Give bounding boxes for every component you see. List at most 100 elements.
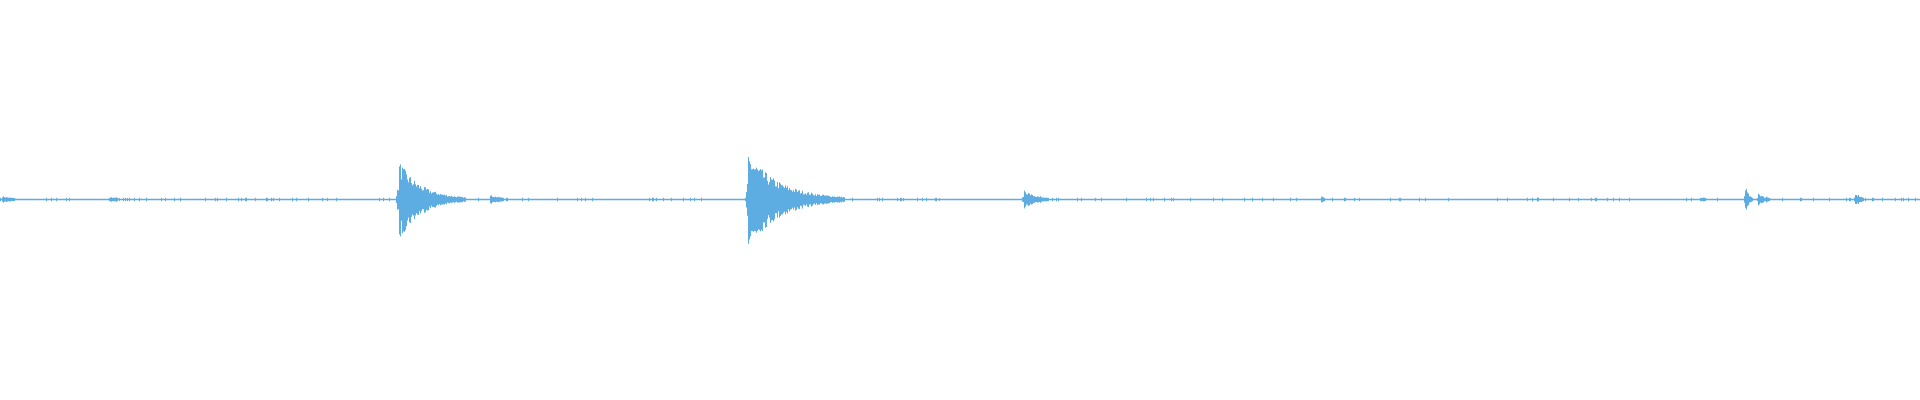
waveform-peak <box>396 196 397 203</box>
waveform-peak <box>1800 197 1801 202</box>
waveform-peak <box>819 194 820 205</box>
waveform-peak <box>683 197 684 202</box>
waveform-peak <box>1037 196 1038 203</box>
waveform-peak <box>416 186 417 214</box>
waveform-peak <box>424 186 425 213</box>
waveform-peak <box>379 197 380 202</box>
waveform-peak <box>110 197 111 202</box>
waveform-peak <box>413 184 414 216</box>
waveform-peak <box>6 197 7 202</box>
waveform-peak <box>935 197 936 202</box>
waveform-peak <box>11 197 12 202</box>
waveform-peak <box>807 192 808 207</box>
waveform-peak <box>794 191 795 208</box>
waveform-peak <box>1860 196 1861 203</box>
waveform-peak <box>1857 196 1858 203</box>
waveform-peak <box>758 170 759 230</box>
waveform-peak <box>415 184 416 216</box>
waveform-peak <box>412 185 413 215</box>
waveform-peak <box>2 197 3 202</box>
waveform-peak <box>764 177 765 223</box>
waveform-peak <box>46 197 47 202</box>
waveform-peak <box>447 196 448 203</box>
waveform-peak <box>818 194 819 205</box>
waveform-peak <box>425 187 426 213</box>
waveform-peak <box>1901 197 1902 202</box>
waveform-peak <box>1865 197 1866 202</box>
waveform-peak <box>1747 192 1748 207</box>
waveform-peak <box>1703 197 1704 202</box>
waveform-peak <box>768 184 769 216</box>
waveform-peak <box>750 164 751 237</box>
waveform-peak <box>779 182 780 218</box>
waveform-peak <box>460 196 461 203</box>
waveform-peak <box>793 189 794 210</box>
waveform-peak <box>401 179 402 221</box>
waveform-peak <box>465 197 466 202</box>
waveform-peak <box>1101 197 1102 202</box>
waveform-peak <box>439 195 440 205</box>
waveform-peak <box>503 197 504 202</box>
waveform-peak <box>434 192 435 208</box>
waveform-peak <box>507 197 508 202</box>
waveform-peak <box>1034 196 1035 203</box>
waveform-peak <box>1323 197 1324 202</box>
waveform-peak <box>1273 197 1274 202</box>
waveform-peak <box>776 186 777 214</box>
waveform-peak <box>433 192 434 207</box>
waveform-peak <box>671 197 672 202</box>
waveform-peak <box>900 197 901 202</box>
waveform-peak <box>146 197 147 202</box>
waveform-peak <box>752 169 753 232</box>
waveform-peak <box>821 195 822 204</box>
waveform-peak <box>809 194 810 205</box>
waveform-peak <box>877 197 878 202</box>
waveform-peak <box>1553 197 1554 202</box>
waveform-peak <box>903 197 904 202</box>
waveform-peak <box>417 185 418 215</box>
waveform-peak <box>1322 196 1323 203</box>
waveform-peak <box>383 197 384 202</box>
waveform-peak <box>0 197 1 202</box>
waveform-peak <box>429 192 430 207</box>
waveform-peak <box>478 197 479 202</box>
waveform-peak <box>782 185 783 215</box>
waveform-peak <box>1046 197 1047 202</box>
waveform-peak <box>592 197 593 202</box>
waveform-peak <box>926 197 927 202</box>
waveform-peak <box>1704 197 1705 202</box>
waveform-peak <box>1052 197 1053 202</box>
waveform-peak <box>771 179 772 221</box>
waveform-peak <box>308 197 309 202</box>
waveform-peak <box>1032 194 1033 205</box>
waveform-peak <box>496 197 497 202</box>
waveform-peak <box>1801 197 1802 202</box>
waveform-peak <box>279 197 280 202</box>
waveform-peak <box>498 196 499 203</box>
waveform-peak <box>1762 196 1763 203</box>
waveform-peak <box>500 197 501 202</box>
waveform-peak <box>1813 197 1814 202</box>
waveform-peak <box>56 197 57 202</box>
waveform-peak <box>798 190 799 209</box>
waveform-peak <box>825 195 826 204</box>
waveform-peak <box>454 196 455 203</box>
waveform-peak <box>1095 197 1096 202</box>
waveform-peak <box>5 197 6 202</box>
waveform-peak <box>1045 197 1046 202</box>
waveform-peak <box>453 196 454 203</box>
waveform-peak <box>1759 194 1760 205</box>
waveform-peak <box>161 197 162 202</box>
waveform-peak <box>753 168 754 232</box>
waveform-peak <box>407 179 408 221</box>
waveform-peak <box>436 193 437 206</box>
waveform-peak <box>455 196 456 203</box>
waveform-peak <box>255 197 256 202</box>
waveform-peak <box>1507 197 1508 202</box>
waveform-peak <box>1856 194 1857 205</box>
waveform-peak <box>1757 197 1758 202</box>
waveform-peak <box>492 196 493 203</box>
waveform-peak <box>109 197 110 202</box>
waveform-peak <box>12 197 13 202</box>
